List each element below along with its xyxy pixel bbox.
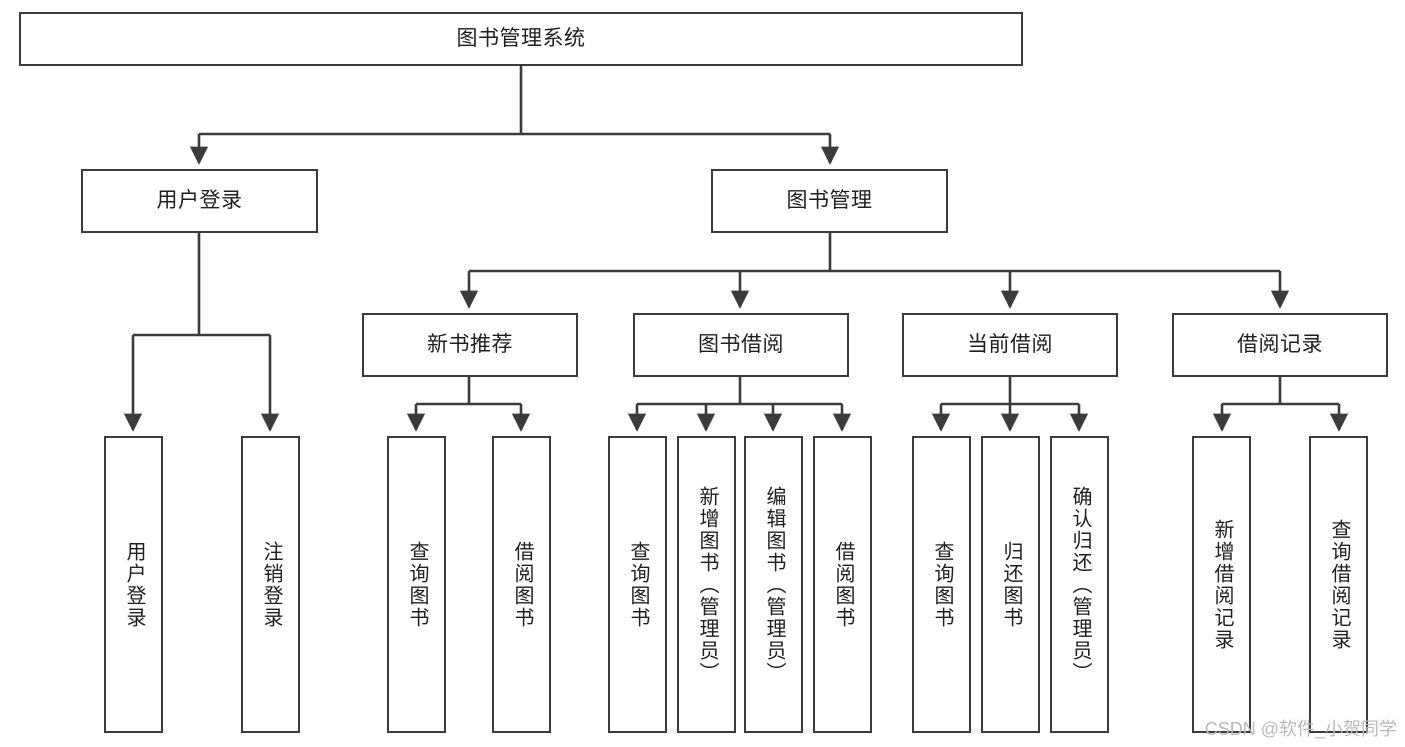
leaf-label: 查询借阅记录 <box>1328 518 1350 651</box>
leaf-label: 查询图书 <box>627 540 649 629</box>
node-current-borrow-label: 当前借阅 <box>967 332 1053 356</box>
leaf-label: 新增借阅记录 <box>1211 518 1233 651</box>
leaf-label: 借阅图书 <box>511 540 533 629</box>
node-book-management[interactable]: 图书管理 <box>711 169 948 233</box>
leaf-new-book-borrow-book[interactable]: 借阅图书 <box>492 436 551 733</box>
leaf-book-borrow-add-book-admin[interactable]: 新增图书（管理员） <box>677 436 736 733</box>
node-book-borrow[interactable]: 图书借阅 <box>633 313 849 377</box>
node-book-management-label: 图书管理 <box>786 188 873 212</box>
node-root-label: 图书管理系统 <box>456 26 586 50</box>
leaf-current-borrow-return-book[interactable]: 归还图书 <box>981 436 1040 733</box>
node-book-borrow-label: 图书借阅 <box>698 332 784 356</box>
node-current-borrow[interactable]: 当前借阅 <box>902 313 1118 377</box>
leaf-new-book-query-book[interactable]: 查询图书 <box>387 436 446 733</box>
node-user-login[interactable]: 用户登录 <box>81 169 318 233</box>
node-user-login-label: 用户登录 <box>156 188 243 212</box>
node-borrow-record-label: 借阅记录 <box>1237 332 1323 356</box>
leaf-borrow-record-query-record[interactable]: 查询借阅记录 <box>1309 436 1368 733</box>
leaf-label: 用户登录 <box>123 540 145 629</box>
node-new-book-recommend[interactable]: 新书推荐 <box>362 313 578 377</box>
leaf-label: 确认归还（管理员） <box>1069 485 1091 684</box>
leaf-book-borrow-borrow-book[interactable]: 借阅图书 <box>813 436 872 733</box>
leaf-label: 借阅图书 <box>832 540 854 629</box>
leaf-label: 查询图书 <box>931 540 953 629</box>
leaf-label: 新增图书（管理员） <box>696 485 718 684</box>
leaf-borrow-record-add-record[interactable]: 新增借阅记录 <box>1192 436 1251 733</box>
leaf-book-borrow-edit-book-admin[interactable]: 编辑图书（管理员） <box>744 436 803 733</box>
leaf-label: 编辑图书（管理员） <box>763 485 785 684</box>
leaf-label: 归还图书 <box>1000 540 1022 629</box>
leaf-label: 注销登录 <box>260 540 282 629</box>
leaf-current-borrow-query-book[interactable]: 查询图书 <box>912 436 971 733</box>
leaf-user-login-signin[interactable]: 用户登录 <box>104 436 163 733</box>
node-root-book-management-system[interactable]: 图书管理系统 <box>19 12 1023 66</box>
node-borrow-record[interactable]: 借阅记录 <box>1172 313 1388 377</box>
node-new-book-recommend-label: 新书推荐 <box>427 332 513 356</box>
leaf-book-borrow-query-book[interactable]: 查询图书 <box>608 436 667 733</box>
leaf-user-login-signout[interactable]: 注销登录 <box>241 436 300 733</box>
csdn-watermark: CSDN @软件_小贺同学 <box>1204 719 1397 739</box>
leaf-current-borrow-confirm-return-admin[interactable]: 确认归还（管理员） <box>1050 436 1109 733</box>
leaf-label: 查询图书 <box>406 540 428 629</box>
